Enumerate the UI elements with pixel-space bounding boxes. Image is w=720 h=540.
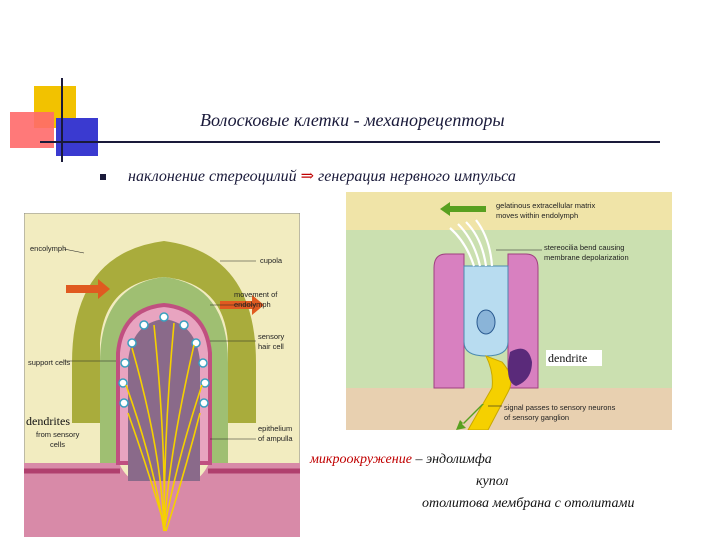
label-stereo-line2: membrane depolarization [544,253,629,262]
label-signal-line1: signal passes to sensory neurons [504,403,616,412]
hair-cell [119,398,129,408]
slide-title: Волосковые клетки - механорецепторы [200,110,505,130]
label-signal-line2: of sensory ganglion [504,413,569,422]
label-gel-line1: gelatinous extracellular matrix [496,201,595,210]
label-stereo-line1: stereocilia bend causing [544,243,624,252]
label-dendrites: dendrites [26,414,70,428]
label-dendrite: dendrite [548,351,587,365]
note-line-1-rest: – эндолимфа [411,452,492,467]
hair-cell [198,358,208,368]
stereocilia [449,219,494,267]
bullet-marker [100,174,106,180]
crista-ampullaris-figure: encolymph cupola movement of endolymph s… [24,213,300,537]
crista-core [128,319,200,481]
note-key-term: микроокружение [310,452,412,467]
support-cell-left [433,253,465,389]
hair-cell-band [100,277,228,463]
label-gel-line2: moves within endolymph [496,211,578,220]
deco-vertical-line [61,78,63,162]
label-movement-line1: movement of [234,290,278,299]
label-movement-line2: endolymph [234,300,271,309]
hair-cell-figure: gelatinous extracellular matrix moves wi… [346,192,672,430]
hair-cell [127,338,137,348]
label-endolymph: encolymph [30,244,66,253]
label-support-cells: support cells [28,358,70,367]
hair-cell [120,358,130,368]
movement-arrow-left-icon [66,279,110,299]
bullet-tail: генерация нервного импульса [318,168,516,185]
cupola [72,241,256,423]
hair-cell [159,312,169,322]
note-line-1: микроокружение – эндолимфа [310,452,492,468]
nerve-fibers [125,322,203,532]
sensory-hair-cells [118,312,210,408]
signal-arrow-icon [456,404,484,430]
hair-cell [139,320,149,330]
hair-cell-nucleus [476,309,496,335]
deco-horizontal-line [40,141,660,143]
implies-arrow-icon: ⇒ [300,168,315,185]
deco-blue-square [56,118,98,156]
dendrite-label-bg [546,350,602,366]
note-line-2: купол [476,474,509,489]
label-epithelium-line1: epithelium [258,424,292,433]
bullet-lead: наклонение стереоцилий [128,168,297,185]
label-cupola: cupola [260,256,283,265]
leader-lines [63,248,256,440]
hair-cell [200,378,210,388]
deco-red-square [10,112,54,148]
note-line-3: отолитова мембрана с отолитами [422,496,635,511]
floor-membrane [346,388,672,430]
label-from-line2: cells [50,440,65,449]
dendrite-terminal [508,348,532,386]
label-sensory-line2: hair cell [258,342,284,351]
label-from-line1: from sensory [36,430,80,439]
hair-cell [199,398,209,408]
hair-cell [118,378,128,388]
label-epithelium-line2: of ampulla [258,434,293,443]
dendrite-nerve [467,355,512,430]
label-sensory-line1: sensory [258,332,285,341]
gel-arrow-icon [440,202,486,216]
gel-matrix [346,192,672,230]
bullet-text: наклонение стереоцилий ⇒ генерация нервн… [128,166,516,186]
hair-cell [179,320,189,330]
